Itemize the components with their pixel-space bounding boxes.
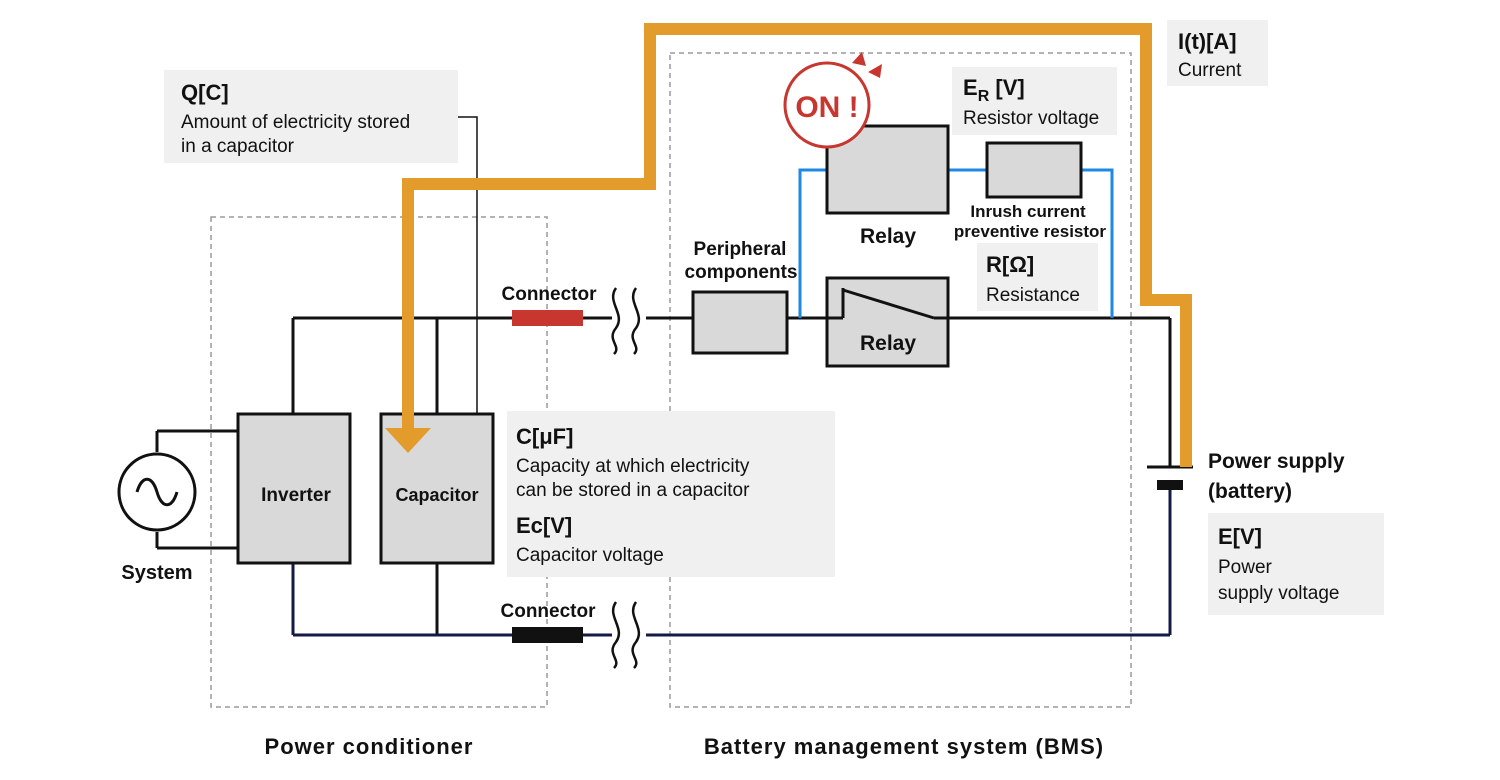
- q-desc-line1: Amount of electricity stored: [181, 112, 410, 133]
- peripheral-label-line1: Peripheral: [694, 239, 787, 260]
- resistor-label-line1: Inrush current: [970, 202, 1086, 221]
- power-conditioner-caption: Power conditioner: [265, 734, 474, 759]
- bypass-wire: [798, 168, 1114, 318]
- r-label-bg: [977, 243, 1098, 311]
- return-wiring: [291, 490, 1172, 637]
- ec-title: Ec[V]: [516, 513, 572, 538]
- connector-bottom-label: Connector: [501, 601, 597, 622]
- capacitor-label: Capacitor: [395, 485, 478, 505]
- on-badge: ON !: [783, 52, 882, 149]
- on-badge-text: ON !: [795, 91, 858, 124]
- switch-symbol: [827, 288, 948, 320]
- inverter-label: Inverter: [261, 485, 331, 506]
- peripheral-label-line2: components: [685, 262, 798, 283]
- r-desc: Resistance: [986, 285, 1080, 306]
- power-supply-label-line1: Power supply: [1208, 450, 1345, 473]
- resistor-box: [985, 141, 1083, 199]
- connector-top-label: Connector: [502, 284, 598, 305]
- q-label-bg: [164, 70, 458, 163]
- q-title: Q[C]: [181, 80, 229, 105]
- e-desc-line1: Power: [1218, 557, 1273, 578]
- q-desc-line2: in a capacitor: [181, 136, 295, 157]
- er-desc: Resistor voltage: [963, 108, 1099, 129]
- ac-source-icon: [117, 452, 197, 532]
- inverter-box: [236, 412, 352, 565]
- current-desc: Current: [1178, 60, 1242, 81]
- r-title: R[Ω]: [986, 252, 1034, 277]
- resistor-label-line2: preventive resistor: [954, 222, 1107, 241]
- wire-break-bottom: [611, 601, 641, 669]
- current-path: [402, 23, 1192, 467]
- system-label: System: [121, 562, 192, 584]
- c-label-bg: [507, 411, 835, 577]
- wiring: [155, 316, 1172, 635]
- power-supply-label-line2: (battery): [1208, 480, 1292, 503]
- bms-frame: [669, 52, 1132, 708]
- wire-break-top: [611, 287, 641, 355]
- battery-icon: [1147, 465, 1193, 490]
- peripheral-box: [691, 290, 789, 355]
- ec-desc: Capacitor voltage: [516, 545, 664, 566]
- bms-caption: Battery management system (BMS): [704, 734, 1104, 759]
- current-title: I(t)[A]: [1178, 29, 1237, 54]
- e-label-bg: [1208, 513, 1384, 615]
- current-label-bg: [1167, 20, 1268, 86]
- er-title: ER [V]: [963, 75, 1025, 105]
- relay-upper-label: Relay: [860, 225, 916, 248]
- current-arrow-icon: [385, 428, 431, 453]
- relay-lower-label: Relay: [860, 332, 916, 355]
- e-desc-line2: supply voltage: [1218, 583, 1339, 604]
- connector-bottom: [512, 627, 583, 643]
- c-desc-line2: can be stored in a capacitor: [516, 480, 750, 501]
- connector-top: [512, 310, 583, 326]
- er-label-bg: [952, 67, 1117, 135]
- e-title: E[V]: [1218, 524, 1262, 549]
- c-title: C[μF]: [516, 424, 573, 449]
- q-leader-line: [458, 116, 478, 414]
- c-desc-line1: Capacity at which electricity: [516, 456, 750, 477]
